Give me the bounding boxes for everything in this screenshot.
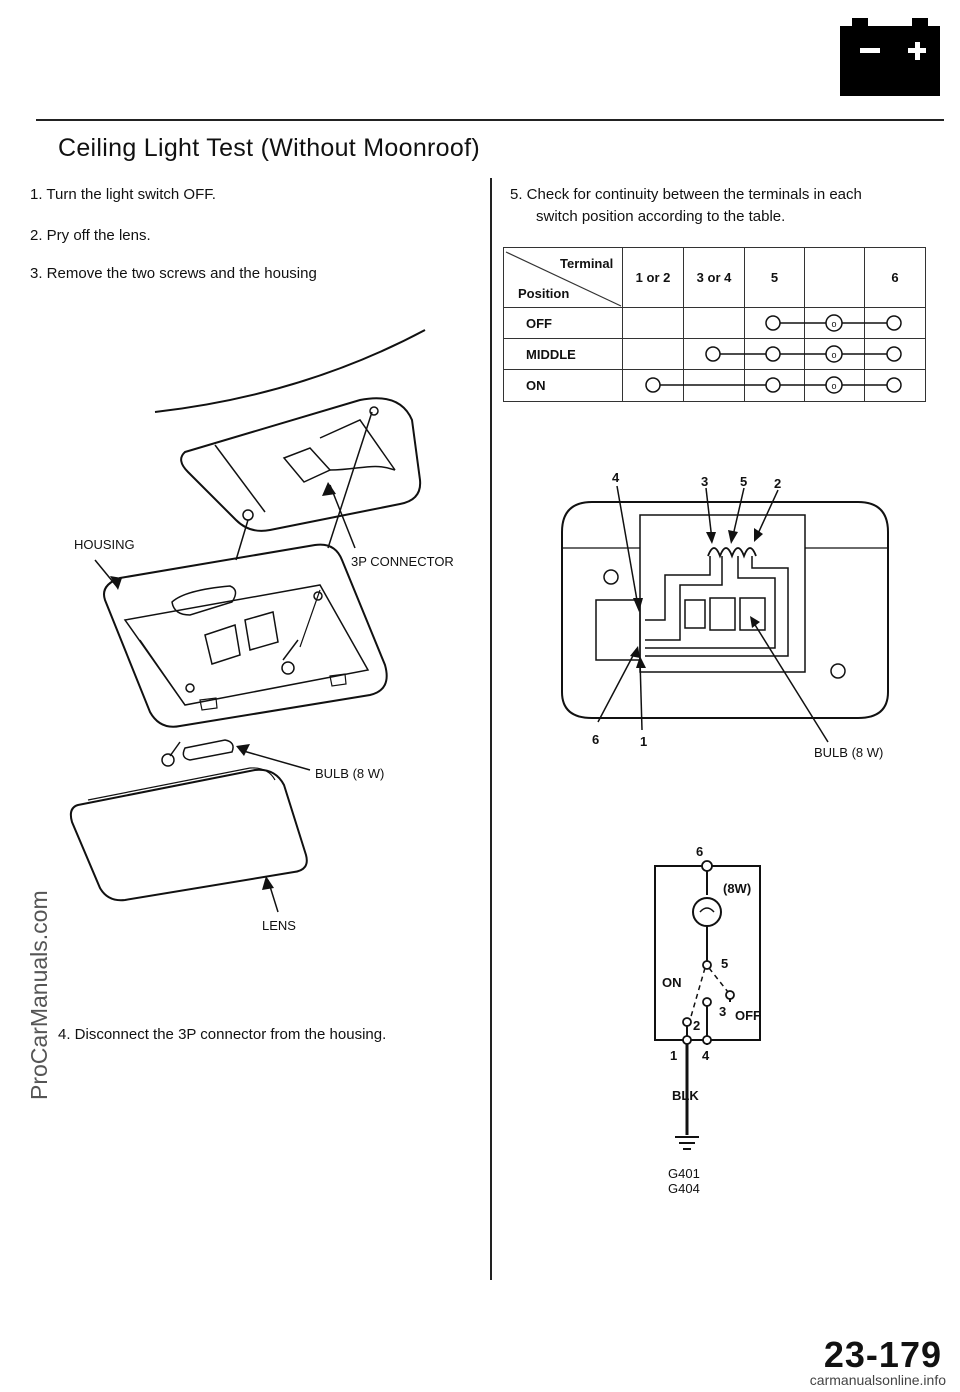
battery-icon [840,18,940,96]
schem-terminal-2: 2 [693,1018,701,1033]
housing-label: HOUSING [74,537,135,552]
continuity-marks: o o o [645,314,902,394]
page-number: 23-179 [823,1334,942,1375]
header-rule [36,119,944,121]
col-1-or-2: 1 or 2 [622,247,684,308]
schem-off: OFF [735,1008,761,1023]
svg-text:o: o [831,381,836,391]
col-5: 5 [744,247,805,308]
row-position-off: OFF [503,307,623,339]
bulb-label: BULB (8 W) [315,766,385,781]
step-5-line-2: switch position according to the table. [536,208,786,225]
row-position-on: ON [503,369,623,402]
footer-text: carmanualsonline.info [809,1372,946,1388]
terminal-1-label: 1 [640,734,648,749]
schem-ground-g401: G401 [668,1166,700,1181]
header-terminal: Terminal [560,256,614,271]
schem-wire-color: BLK [672,1088,699,1103]
header-position: Position [518,286,570,301]
schem-terminal-3: 3 [719,1004,727,1019]
connector-bulb-label: BULB (8 W) [814,745,884,760]
step-1: 1. Turn the light switch OFF. [30,186,216,203]
connector-label: 3P CONNECTOR [351,554,454,569]
page-title: Ceiling Light Test (Without Moonroof) [58,134,480,162]
lens-label: LENS [262,918,296,933]
step-4: 4. Disconnect the 3P connector from the … [58,1026,387,1043]
terminal-4-label: 4 [612,470,620,485]
col-6: 6 [864,247,926,308]
schem-terminal-5: 5 [721,956,729,971]
terminal-6-label: 6 [592,732,600,747]
step-2: 2. Pry off the lens. [30,227,151,244]
schem-terminal-4: 4 [702,1048,710,1063]
schem-terminal-6: 6 [696,844,704,859]
watermark: ProCarManuals.com [26,890,52,1100]
terminal-3-label: 3 [701,474,709,489]
column-divider [490,178,492,1280]
col-3-or-4: 3 or 4 [683,247,745,308]
step-5-line-1: 5. Check for continuity between the term… [510,186,862,203]
exploded-view-drawing [69,329,426,913]
schem-ground-g404: G404 [668,1181,700,1196]
circuit-schematic [654,860,761,1150]
connector-terminal-view [561,485,889,743]
schem-on: ON [662,975,682,990]
terminal-2-label: 2 [774,476,782,491]
schem-terminal-1: 1 [670,1048,678,1063]
svg-text:o: o [831,350,836,360]
table-corner-header: Terminal Position [503,247,623,308]
step-3: 3. Remove the two screws and the housing [30,265,317,282]
schem-wattage: (8W) [723,881,752,896]
terminal-5-label: 5 [740,474,748,489]
svg-text:o: o [831,319,836,329]
